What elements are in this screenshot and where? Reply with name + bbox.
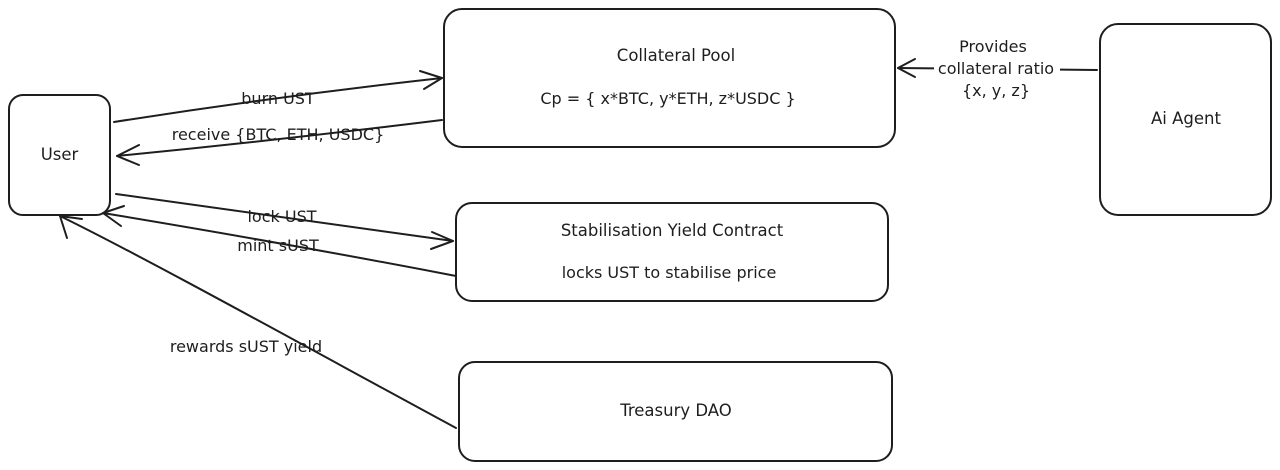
rewards-arrow-line — [59, 215, 457, 429]
burn-arrow-line — [113, 77, 443, 123]
edge-rewards: rewards sUST yield — [59, 215, 457, 429]
edge-provides: Provides collateral ratio {x, y, z} — [897, 37, 1098, 100]
receive-arrow-line — [116, 119, 443, 157]
treasury-dao-box — [458, 361, 893, 462]
edge-lock-ust: lock UST — [115, 193, 454, 250]
ai-agent-box — [1099, 23, 1272, 216]
stabilisation-contract-box — [455, 202, 889, 302]
stabilisation-contract-node: Stabilisation Yield Contract locks UST t… — [455, 202, 889, 302]
mint-arrowhead — [102, 205, 125, 227]
rewards-label: rewards sUST yield — [170, 337, 322, 356]
treasury-dao-label: Treasury DAO — [619, 401, 732, 420]
stabilisation-contract-title: Stabilisation Yield Contract — [561, 221, 784, 240]
mint-arrow-line — [102, 212, 457, 277]
collateral-pool-node: Collateral Pool Cp = { x*BTC, y*ETH, z*U… — [443, 8, 896, 148]
ai-agent-node: Ai Agent — [1099, 23, 1272, 216]
burn-label: burn UST — [241, 89, 315, 108]
provides-label-line3: {x, y, z} — [962, 81, 1030, 100]
ai-agent-label: Ai Agent — [1151, 109, 1221, 128]
collateral-pool-formula: Cp = { x*BTC, y*ETH, z*USDC } — [540, 89, 795, 108]
stabilisation-contract-description: locks UST to stabilise price — [562, 263, 777, 282]
burn-arrowhead — [419, 70, 443, 90]
edge-receive: receive {BTC, ETH, USDC} — [116, 119, 443, 166]
mint-label: mint sUST — [237, 236, 319, 255]
receive-label: receive {BTC, ETH, USDC} — [172, 125, 385, 144]
lock-arrowhead — [430, 231, 454, 250]
receive-arrowhead — [116, 144, 140, 166]
collateral-pool-box — [443, 8, 896, 148]
provides-label-line1: Provides — [959, 37, 1027, 56]
user-label: User — [41, 145, 79, 164]
rewards-arrowhead — [59, 215, 83, 239]
user-node: User — [8, 94, 111, 216]
edge-mint-sust: mint sUST — [102, 205, 457, 277]
treasury-dao-node: Treasury DAO — [458, 361, 893, 462]
lock-arrow-line — [115, 193, 454, 242]
provides-label-line2: collateral ratio — [938, 59, 1054, 78]
provides-arrowhead — [897, 58, 916, 78]
user-box — [8, 94, 111, 216]
collateral-pool-title: Collateral Pool — [617, 46, 735, 65]
provides-label-bg — [934, 58, 1060, 78]
lock-label: lock UST — [247, 207, 316, 226]
edge-burn-ust: burn UST — [113, 70, 443, 123]
